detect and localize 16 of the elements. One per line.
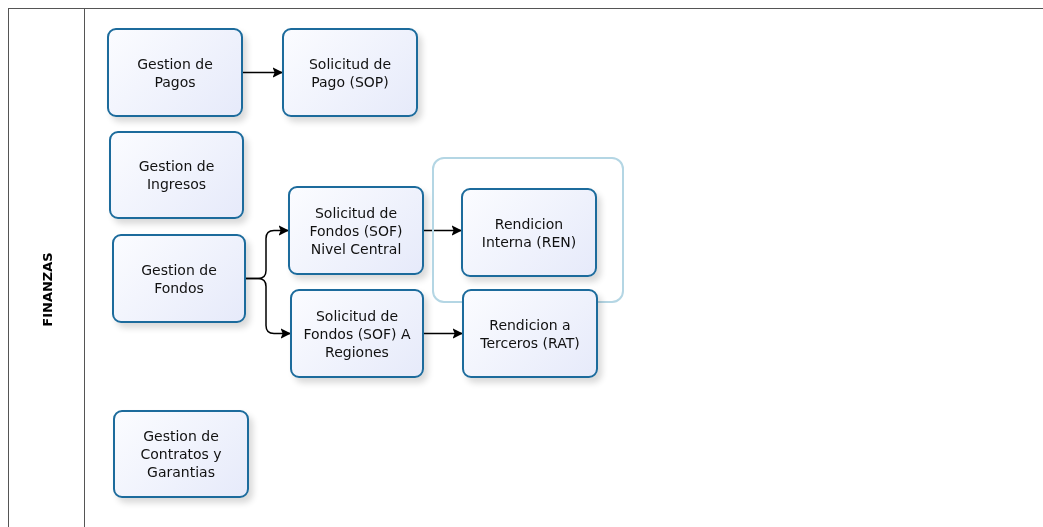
process-box: Gestion de Ingresos [109,131,244,219]
group-outline [432,157,624,303]
process-box: Gestion de Pagos [107,28,243,117]
swimlane [8,8,1043,527]
arrow [245,277,292,339]
process-box: Rendicion Interna (REN) [461,188,597,277]
lane-title: FINANZAS [39,251,55,327]
process-box: Solicitud de Pago (SOP) [282,28,418,117]
process-box: Solicitud de Fondos (SOF) A Regiones [290,289,424,378]
arrow [423,328,464,339]
arrow [242,67,284,78]
process-box: Gestion de Contratos y Garantias [113,410,249,498]
process-box: Gestion de Fondos [112,234,246,323]
process-box: Rendicion a Terceros (RAT) [462,289,598,378]
process-box: Solicitud de Fondos (SOF) Nivel Central [288,186,424,275]
arrow [423,225,463,236]
